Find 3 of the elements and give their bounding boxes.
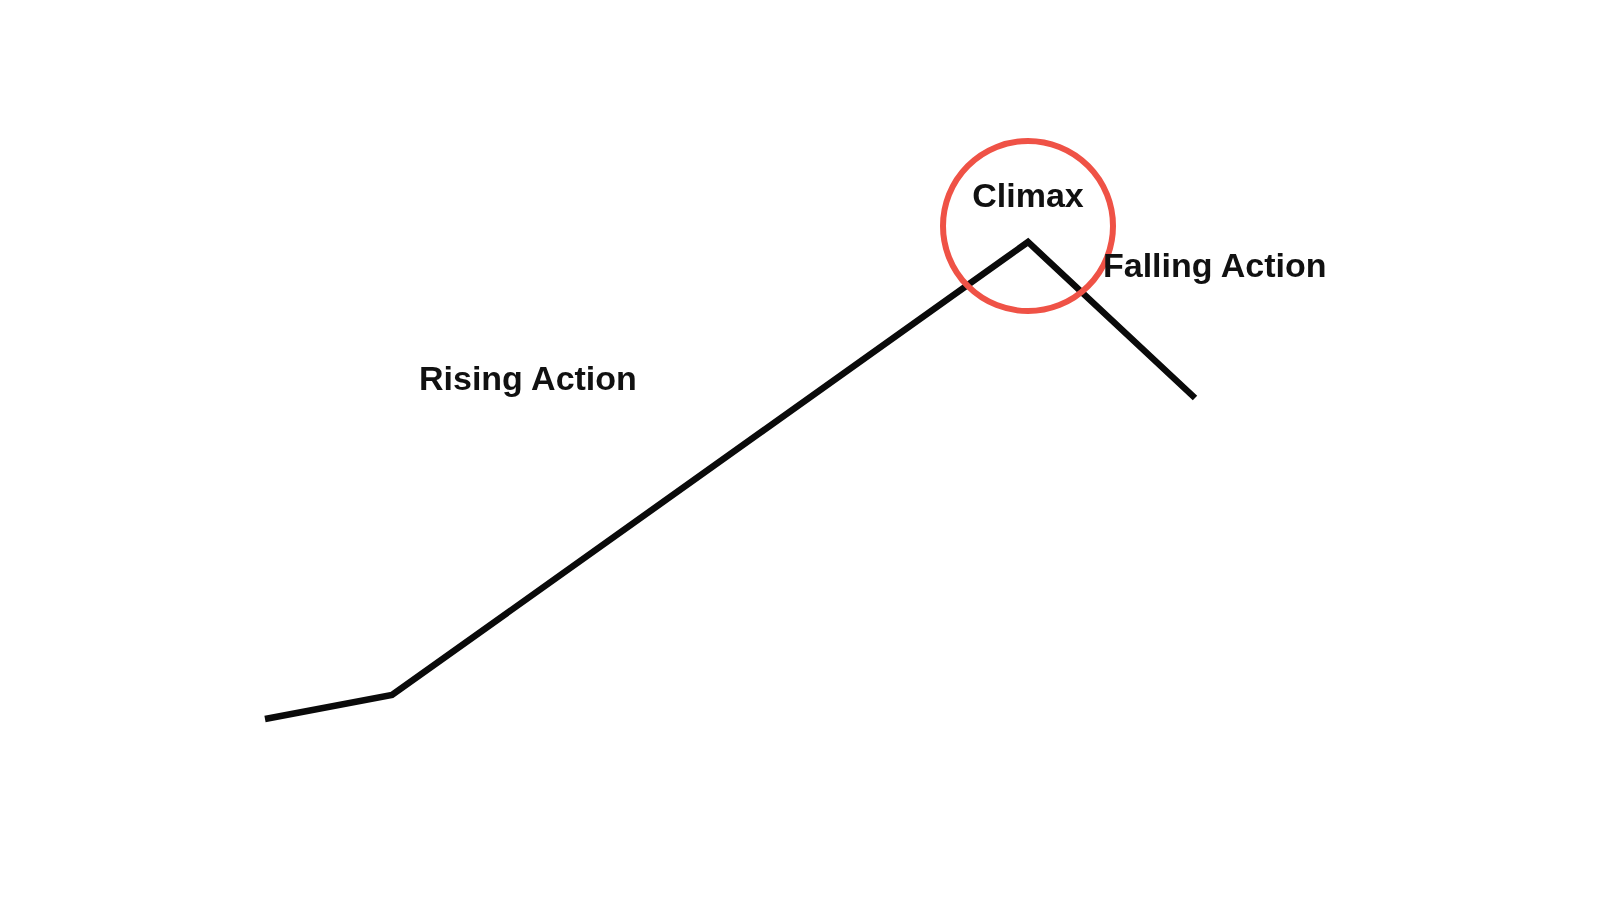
node-title: Climax — [972, 175, 1084, 216]
stage-label: Falling Action — [1103, 245, 1327, 286]
stage-label: Rising Action — [419, 358, 637, 399]
